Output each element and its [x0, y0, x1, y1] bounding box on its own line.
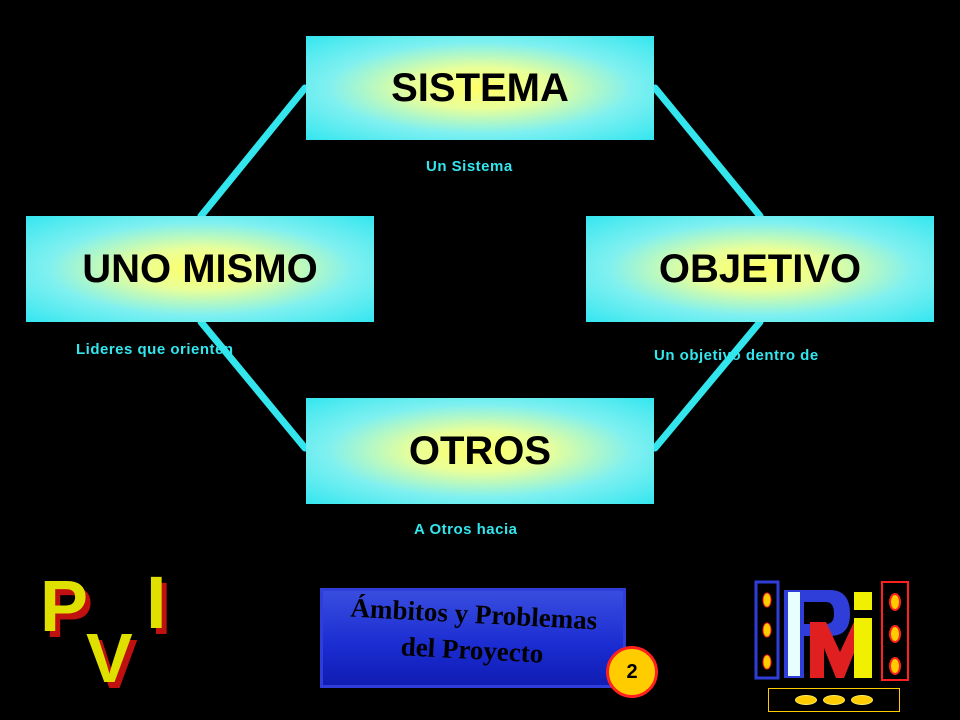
pmi-logo	[754, 580, 909, 681]
box-objetivo: OBJETIVO	[586, 216, 934, 322]
pvi-letter-v: V	[86, 619, 133, 697]
caption-objetivo: Un objetivo dentro de	[654, 347, 819, 364]
title-banner: Ámbitos y Problemas del Proyecto	[320, 588, 626, 688]
box-uno-mismo: UNO MISMO	[26, 216, 374, 322]
nav-button-1[interactable]	[795, 695, 817, 705]
banner-title: Ámbitos y Problemas del Proyecto	[318, 588, 627, 676]
nav-bar	[768, 688, 900, 712]
box-otros: OTROS	[306, 398, 654, 504]
connector-sistema-uno-mismo	[197, 84, 309, 220]
nav-button-3[interactable]	[851, 695, 873, 705]
nav-button-2[interactable]	[823, 695, 845, 705]
connector-uno-mismo-otros	[197, 318, 309, 452]
connector-sistema-objetivo	[651, 84, 764, 220]
box-sistema: SISTEMA	[306, 36, 654, 140]
caption-otros: A Otros hacia	[414, 521, 518, 538]
pvi-letter-p: P	[40, 567, 89, 647]
connector-objetivo-otros	[651, 318, 764, 452]
caption-uno-mismo: Lideres que orienten	[76, 341, 234, 358]
caption-sistema: Un Sistema	[426, 158, 513, 175]
slide-number-badge: 2	[606, 646, 658, 698]
pvi-letter-i: I	[146, 561, 167, 644]
